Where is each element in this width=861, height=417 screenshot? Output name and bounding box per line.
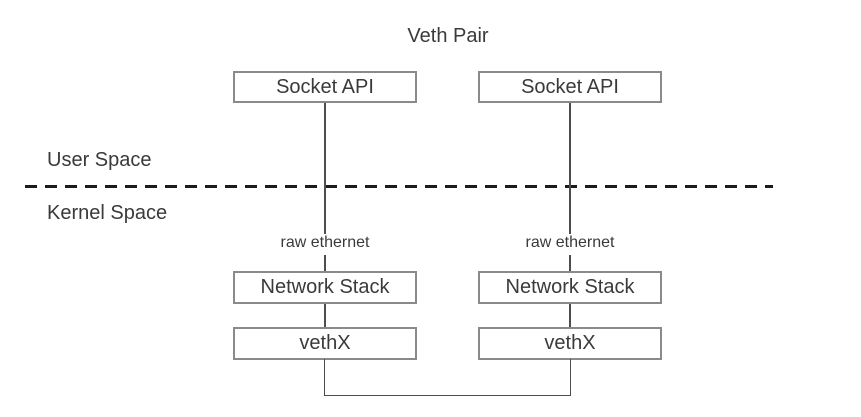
network-stack-label: Network Stack bbox=[260, 276, 390, 298]
vethx-box: vethX bbox=[233, 327, 417, 360]
veth-column-left: Socket API raw ethernet Network Stack ve… bbox=[233, 0, 417, 417]
network-stack-box: Network Stack bbox=[233, 271, 417, 304]
vethx-label: vethX bbox=[299, 332, 351, 354]
raw-ethernet-label: raw ethernet bbox=[525, 234, 615, 251]
user-space-label: User Space bbox=[47, 149, 152, 171]
connector-network-stack-to-vethx bbox=[324, 304, 326, 328]
user-kernel-divider-dashed-line bbox=[25, 185, 773, 188]
veth-column-right: Socket API raw ethernet Network Stack ve… bbox=[478, 0, 662, 417]
network-stack-box: Network Stack bbox=[478, 271, 662, 304]
raw-ethernet-label: raw ethernet bbox=[280, 234, 370, 251]
connector-raw-ethernet-to-network-stack bbox=[324, 255, 326, 272]
vethx-label: vethX bbox=[544, 332, 596, 354]
vethx-box: vethX bbox=[478, 327, 662, 360]
socket-api-label: Socket API bbox=[521, 75, 619, 98]
socket-api-label: Socket API bbox=[276, 75, 374, 98]
network-stack-label: Network Stack bbox=[505, 276, 635, 298]
connector-network-stack-to-vethx bbox=[569, 304, 571, 328]
connector-raw-ethernet-to-network-stack bbox=[569, 255, 571, 272]
connector-socket-to-raw-ethernet bbox=[324, 103, 326, 234]
connector-socket-to-raw-ethernet bbox=[569, 103, 571, 234]
diagram-title: Veth Pair bbox=[407, 25, 489, 47]
veth-pair-link-line bbox=[324, 359, 571, 396]
kernel-space-label: Kernel Space bbox=[47, 202, 168, 224]
socket-api-box: Socket API bbox=[478, 71, 662, 103]
socket-api-box: Socket API bbox=[233, 71, 417, 103]
